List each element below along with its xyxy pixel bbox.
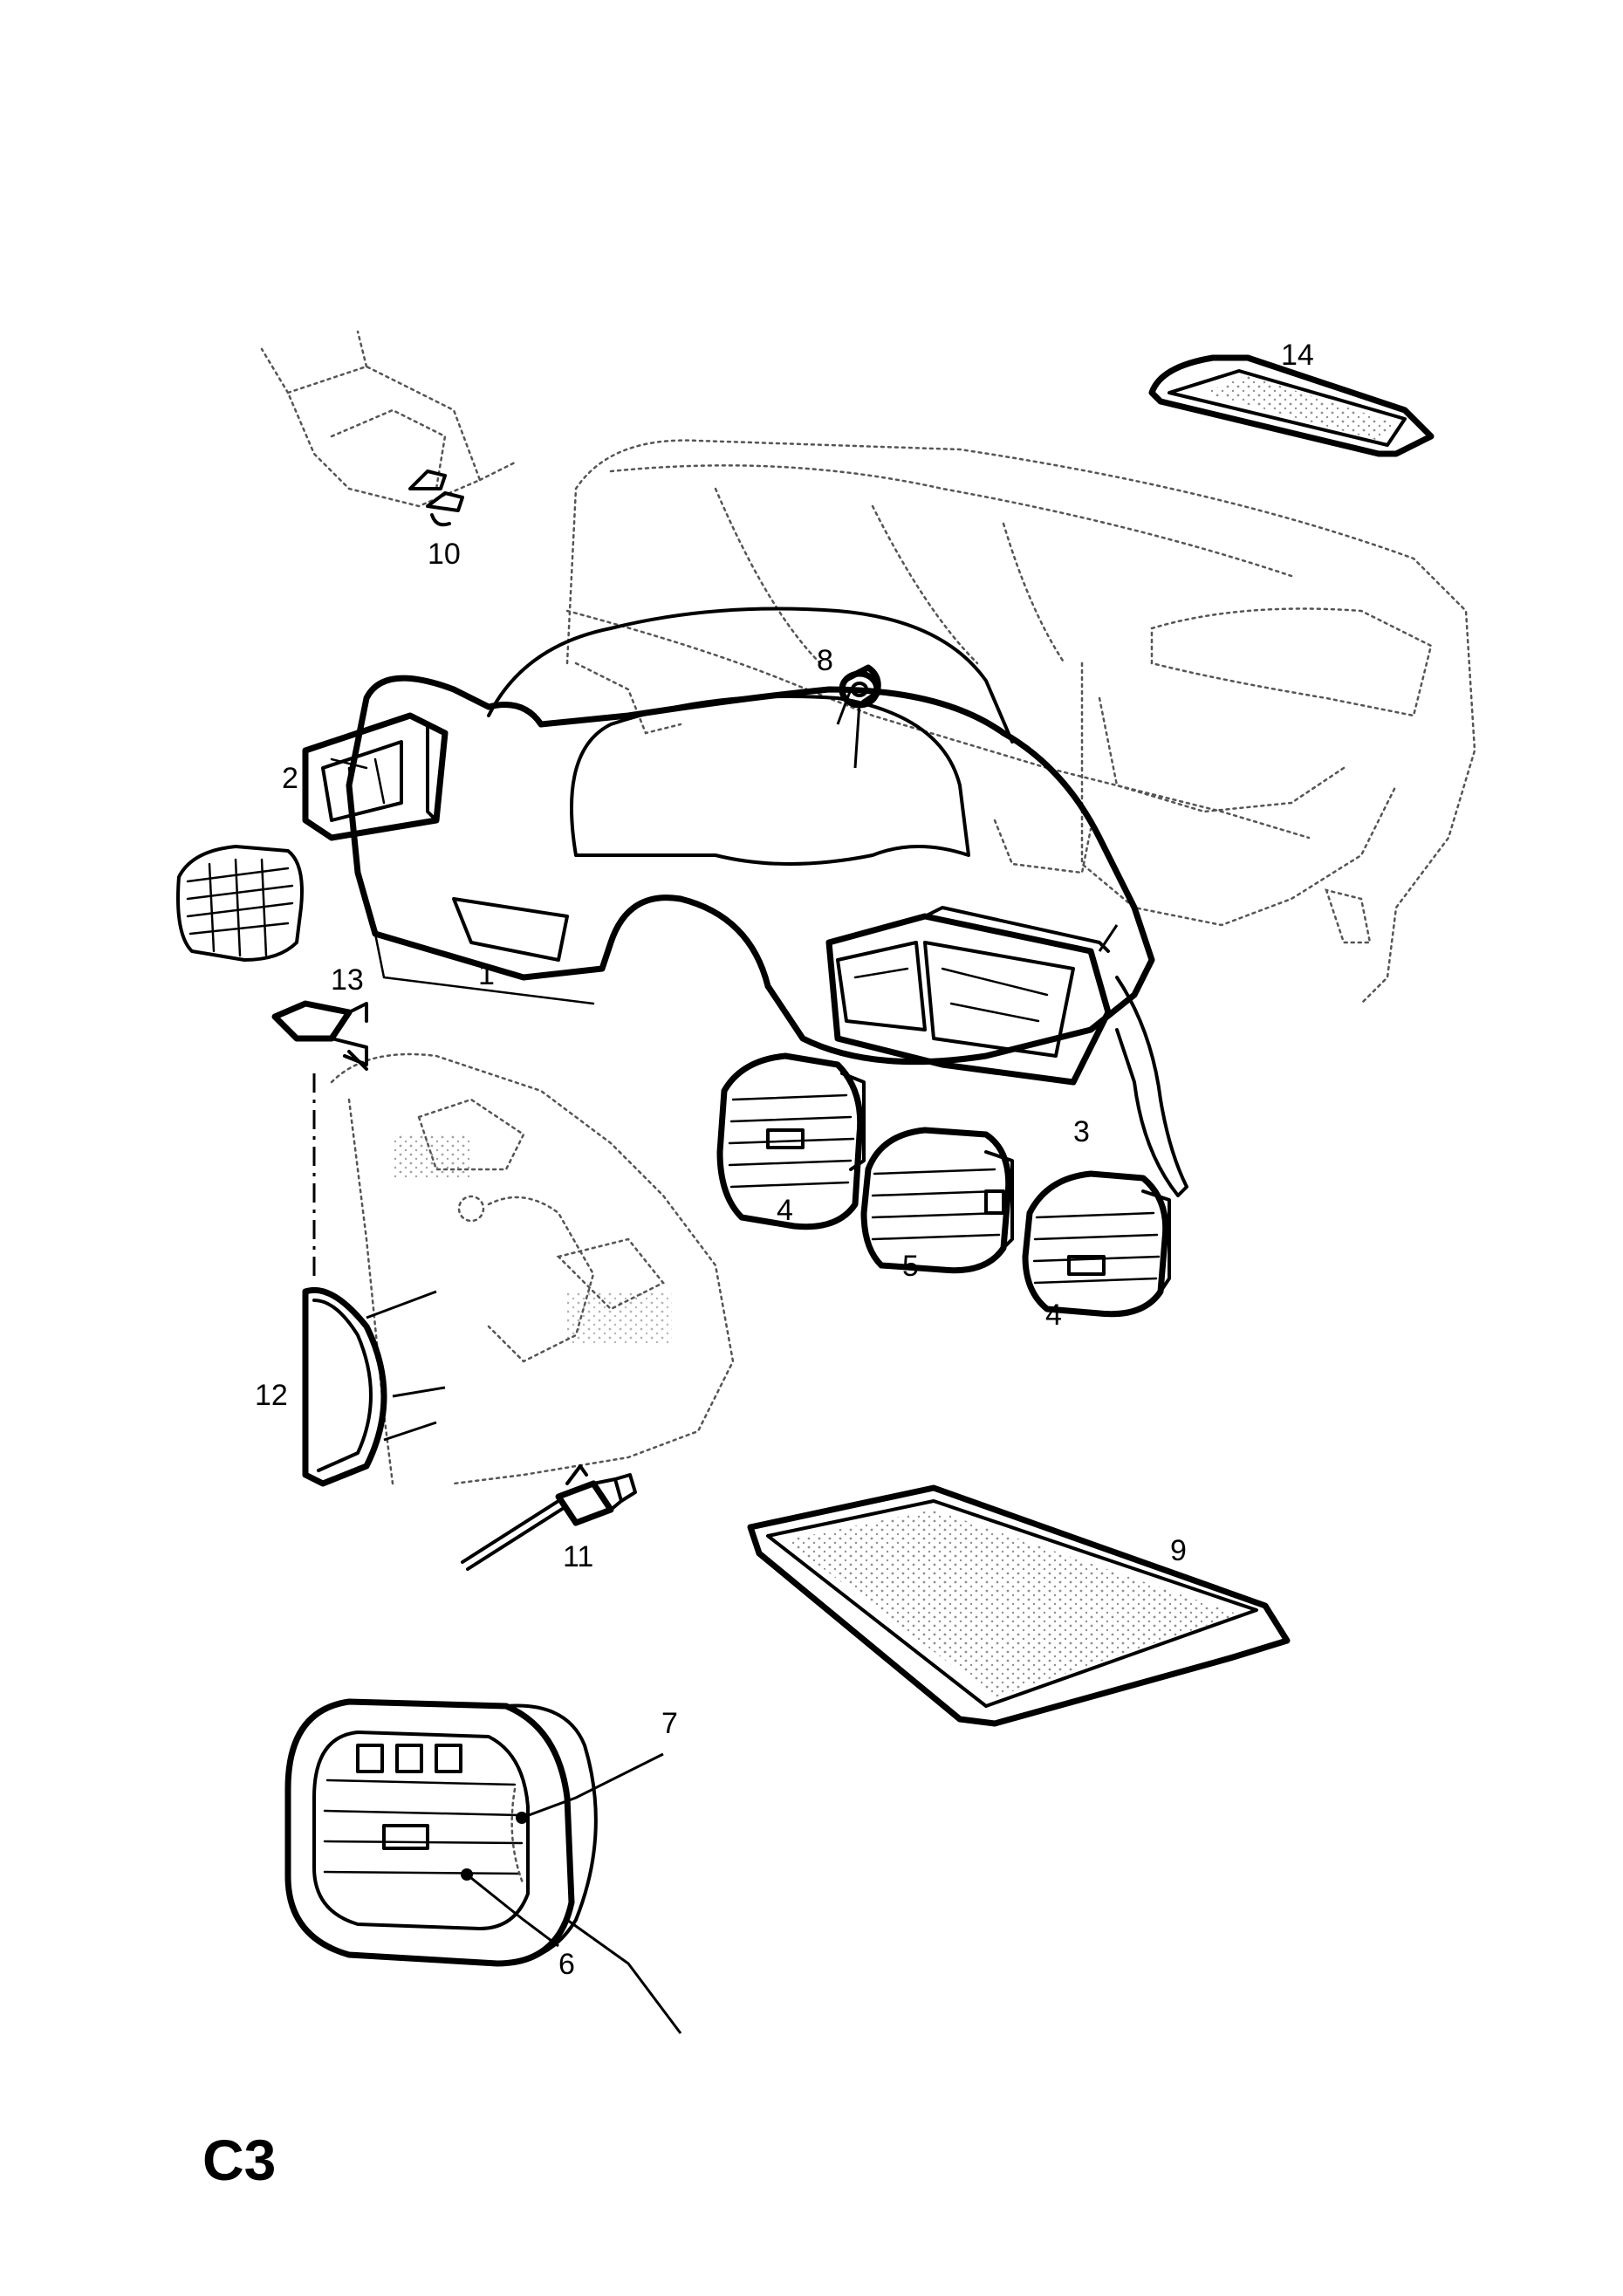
control-cable bbox=[461, 1464, 637, 1571]
side-vent-grille bbox=[176, 845, 304, 962]
callout-labels: 1 2 3 4 4 5 6 7 8 9 10 11 12 13 14 bbox=[255, 339, 1314, 1981]
centre-air-duct bbox=[825, 906, 1112, 1086]
side-air-duct bbox=[302, 712, 449, 841]
page-code: C3 bbox=[202, 2128, 276, 2192]
callout-7: 7 bbox=[661, 1707, 678, 1740]
callout-11: 11 bbox=[563, 1540, 593, 1573]
lower-dash-context-outline bbox=[330, 1052, 735, 1485]
callout-3: 3 bbox=[1073, 1115, 1090, 1148]
side-trim-cover bbox=[302, 1286, 446, 1487]
callout-10: 10 bbox=[428, 538, 461, 571]
storage-tray-mat bbox=[747, 1484, 1291, 1727]
air-vent-right-4 bbox=[1022, 1170, 1171, 1318]
callout-9: 9 bbox=[1170, 1534, 1187, 1567]
air-vent-centre-5 bbox=[860, 1127, 1014, 1274]
callout-2: 2 bbox=[282, 762, 298, 795]
clip-housing bbox=[260, 330, 517, 527]
instrument-panel-carrier bbox=[346, 607, 1188, 1197]
large-air-vent-assembly bbox=[284, 1698, 598, 1967]
callout-8: 8 bbox=[817, 644, 833, 677]
leader-lines bbox=[466, 689, 1119, 2034]
top-mat bbox=[1148, 354, 1435, 457]
callout-13: 13 bbox=[331, 963, 364, 997]
dashboard-context-outline bbox=[565, 439, 1476, 1005]
air-vent-left-4 bbox=[716, 1052, 866, 1230]
callout-4a: 4 bbox=[777, 1194, 793, 1227]
callout-4b: 4 bbox=[1045, 1299, 1062, 1332]
callout-1: 1 bbox=[478, 958, 495, 991]
callout-6: 6 bbox=[558, 1948, 575, 1981]
retaining-clip bbox=[271, 1000, 368, 1283]
callout-14: 14 bbox=[1281, 339, 1314, 372]
callout-12: 12 bbox=[255, 1379, 288, 1412]
callout-5: 5 bbox=[902, 1250, 919, 1283]
